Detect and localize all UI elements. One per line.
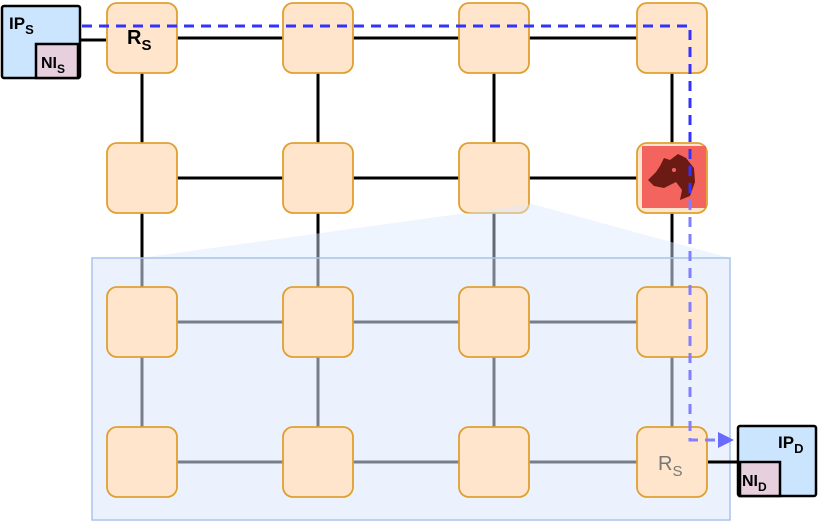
router-1-1 [282, 142, 354, 214]
dest-ip-sub: D [794, 441, 803, 456]
source-ip-sub: S [25, 22, 34, 37]
source-ni-label: NI [41, 55, 57, 72]
svg-text:IPS: IPS [9, 14, 34, 37]
router-2-2 [458, 286, 530, 358]
path-arrowhead [718, 432, 734, 448]
router-0-0 [106, 2, 178, 74]
zoom-wedge [140, 204, 730, 258]
source-network-interface: NIS [34, 42, 80, 80]
dest-ni-label: NI [742, 473, 758, 490]
routing-path [82, 24, 734, 448]
source-ip-label: IP [9, 14, 25, 33]
dest-router-label: RS [658, 453, 682, 480]
compromised-router [642, 146, 706, 208]
router-0-3 [636, 2, 708, 74]
router-2-1 [282, 286, 354, 358]
routers-bottom [106, 286, 708, 498]
dest-ip-label: IP [778, 433, 794, 452]
router-3-1 [282, 426, 354, 498]
router-0-2 [458, 2, 530, 74]
magnified-region [91, 257, 731, 521]
routers-top [106, 2, 708, 214]
router-3-0 [106, 426, 178, 498]
source-ni-sub: S [57, 62, 65, 76]
router-0-1 [282, 2, 354, 74]
dest-ni-sub: D [758, 480, 767, 494]
router-3-3 [636, 426, 708, 498]
router-2-3 [636, 286, 708, 358]
router-3-2 [458, 426, 530, 498]
path-segment-bottom [688, 200, 720, 442]
source-router-label: RS [127, 27, 151, 54]
path-segment-top [82, 24, 692, 200]
router-1-0 [106, 142, 178, 214]
svg-text:NID: NID [742, 473, 767, 494]
dest-network-interface: NID [738, 460, 782, 498]
svg-text:NIS: NIS [41, 55, 65, 76]
router-1-2 [458, 142, 530, 214]
router-2-0 [106, 286, 178, 358]
svg-text:IPD: IPD [778, 433, 803, 456]
trojan-horse-icon [648, 154, 695, 200]
